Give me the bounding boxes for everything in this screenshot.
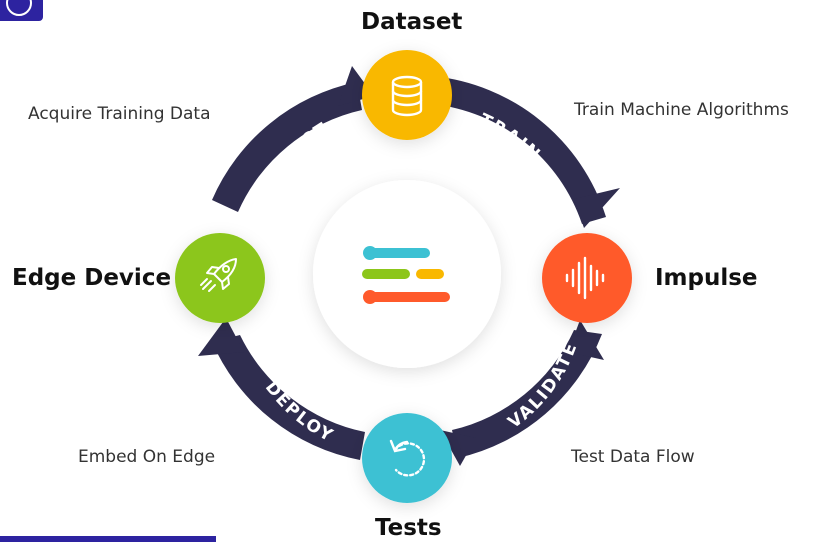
database-icon: [391, 75, 423, 117]
edge-device-node: [175, 233, 265, 323]
dataset-label: Dataset: [361, 9, 463, 35]
collect-arrow: [212, 82, 362, 212]
acquire-training-data-text: Acquire Training Data: [28, 104, 211, 124]
corner-badge: [0, 0, 43, 21]
edge-device-label: Edge Device: [12, 265, 172, 291]
validate-arrow-tail: [440, 430, 476, 466]
refresh-icon: [389, 439, 426, 477]
train-machine-algorithms-text: Train Machine Algorithms: [574, 100, 789, 120]
train-arrow: [432, 76, 606, 224]
deploy-arrow: [212, 335, 365, 460]
arc-arrows: [198, 66, 620, 466]
bottom-bar: [0, 536, 216, 542]
dataset-node: [362, 50, 452, 140]
embed-on-edge-text: Embed On Edge: [78, 447, 216, 467]
validate-arrowhead: [568, 320, 604, 360]
impulse-node: [542, 233, 632, 323]
edge-impulse-logo-icon: [362, 246, 450, 304]
sound-wave-icon: [565, 256, 605, 300]
impulse-label: Impulse: [655, 265, 758, 291]
rocket-icon: [200, 258, 237, 292]
validate-arrow: [452, 330, 602, 458]
tests-label: Tests: [375, 515, 442, 541]
corner-circle-icon: [6, 0, 32, 16]
train-arrowhead: [574, 188, 620, 228]
tests-node: [362, 413, 452, 503]
test-data-flow-text: Test Data Flow: [571, 447, 695, 467]
deploy-arrowhead: [198, 318, 244, 356]
